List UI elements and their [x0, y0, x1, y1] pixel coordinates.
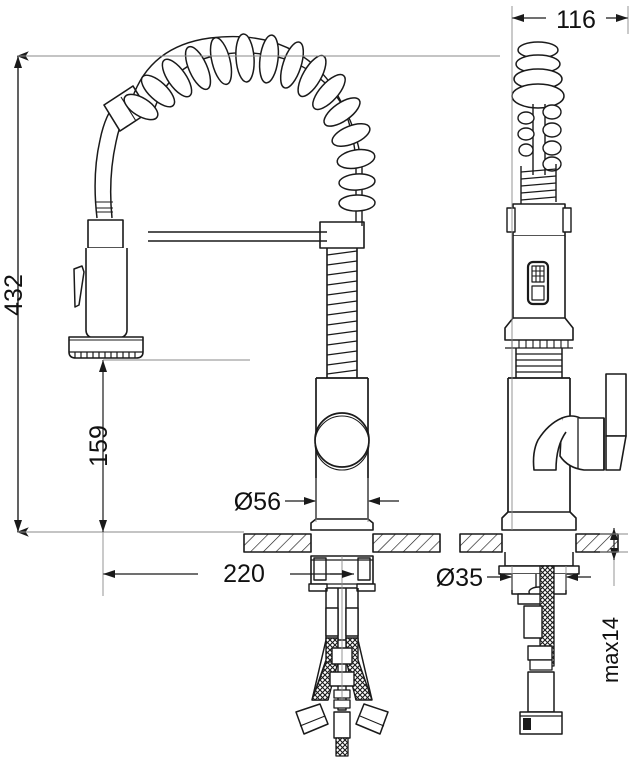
dimension-d56-label: Ø56	[234, 488, 281, 516]
dimension-220-label: 220	[223, 560, 265, 588]
side-undercounter-assembly	[498, 552, 580, 735]
side-countertop-section	[459, 533, 619, 553]
front-view	[68, 33, 441, 757]
dimension-159-label: 159	[85, 425, 113, 467]
dimension-432: 432	[0, 51, 500, 537]
front-spring-coil	[123, 33, 376, 226]
dimension-116-label: 116	[556, 6, 596, 34]
side-column	[501, 348, 577, 531]
dimension-116: 116	[511, 4, 629, 530]
dimension-159: 159	[85, 359, 250, 532]
front-body	[310, 221, 374, 531]
side-view	[459, 41, 627, 735]
dimension-d35-label: Ø35	[436, 564, 483, 592]
dimension-d35: Ø35	[436, 564, 591, 592]
dimension-max14: max14	[598, 528, 628, 683]
front-spray-head	[68, 85, 150, 359]
front-countertop-section	[243, 533, 441, 553]
dimension-annotations: 432 159 220 Ø56	[0, 4, 629, 700]
dimension-d56: Ø56	[234, 478, 399, 522]
side-spring-coil	[511, 41, 565, 204]
side-lever-handle	[532, 373, 627, 471]
dimension-432-label: 432	[0, 274, 28, 316]
front-spout-arm	[148, 231, 327, 242]
side-spray-head	[504, 203, 574, 349]
dimension-220: 220	[102, 532, 354, 700]
dimension-max14-label: max14	[598, 617, 623, 683]
